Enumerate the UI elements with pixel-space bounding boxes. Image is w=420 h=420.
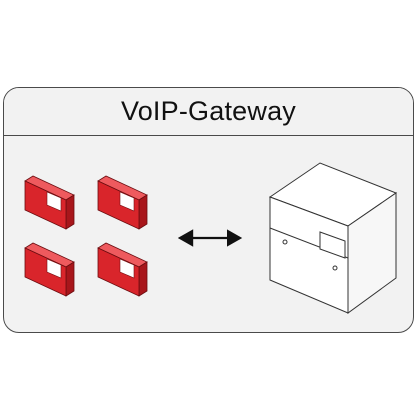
panel-header: VoIP-Gateway [4,88,413,136]
phone-device-icon [97,175,148,230]
gateway-server-icon [268,162,398,314]
phone-device-icon [97,242,148,297]
phone-device-icon [24,242,75,297]
phone-device-icon [24,175,75,230]
panel-title: VoIP-Gateway [121,96,296,126]
